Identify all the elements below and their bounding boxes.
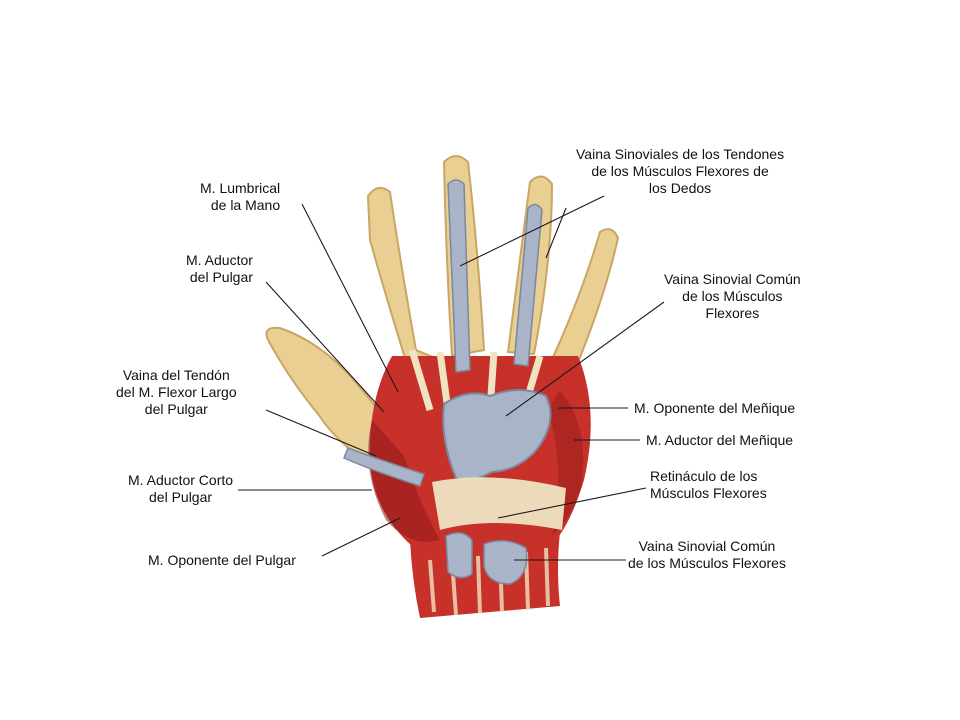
middle-finger-sheath [447, 179, 471, 373]
little-finger [546, 228, 620, 374]
label-aductor-menique: M. Aductor del Meñique [646, 432, 794, 448]
index-finger [366, 186, 444, 370]
common-sheath-palm [442, 389, 552, 481]
common-sheath-wrist [445, 532, 473, 579]
label-oponente-menique: M. Oponente del Meñique [634, 400, 796, 416]
leader-lines [238, 195, 665, 561]
ring-finger-sheath [513, 203, 543, 367]
flexor-retinaculum [432, 477, 566, 530]
label-oponente-pulgar: M. Oponente del Pulgar [148, 552, 296, 568]
flexor-pollicis-sheath [343, 447, 425, 487]
